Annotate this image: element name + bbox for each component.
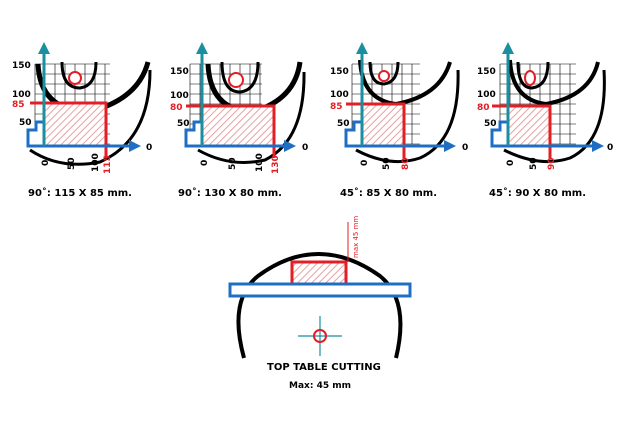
- x-tick-50: 50: [382, 157, 392, 170]
- x-tick-100: 100: [91, 153, 101, 172]
- x-zero-right: 0: [607, 143, 613, 153]
- x-tick-100: 100: [255, 153, 265, 172]
- y-tick-50: 50: [337, 119, 350, 129]
- blade-outer-arc: [197, 71, 306, 164]
- cut-area: [360, 102, 406, 148]
- height-label: 85: [12, 100, 25, 110]
- y-tick-100: 100: [170, 91, 189, 101]
- x-tick-50: 50: [529, 157, 539, 170]
- x-tick-0: 0: [200, 160, 210, 166]
- max-height-label: max 45 mm: [352, 216, 360, 258]
- y-tick-150: 150: [330, 67, 349, 77]
- x-tick-0: 0: [360, 160, 370, 166]
- panel-2: 150 100 50 80 0 50 100 130 0 90˚: 130 X …: [170, 42, 308, 199]
- blade-center-circle: [524, 70, 536, 86]
- top-table-diagram: max 45 mm TOP TABLE CUTTING Max: 45 mm: [228, 216, 412, 391]
- y-tick-100: 100: [330, 90, 349, 100]
- y-tick-150: 150: [477, 67, 496, 77]
- y-tick-100: 100: [12, 90, 31, 100]
- caption: 90˚: 130 X 80 mm.: [178, 187, 282, 199]
- caption: 45˚: 85 X 80 mm.: [340, 187, 437, 199]
- blade-arc: [358, 59, 452, 107]
- caption: 45˚: 90 X 80 mm.: [489, 187, 586, 199]
- blade-outer-arc: [503, 69, 606, 164]
- height-label: 80: [477, 103, 490, 113]
- cut-area: [200, 104, 276, 148]
- guard-arc: [516, 61, 550, 90]
- guard-arc: [220, 61, 260, 94]
- blade-center-circle: [68, 71, 82, 85]
- blade-center-circle: [313, 329, 327, 343]
- y-tick-150: 150: [12, 61, 31, 71]
- x-zero-right: 0: [462, 143, 468, 153]
- panel-3: 150 100 50 85 0 50 80 0 45˚: 85 X 80 mm.: [330, 42, 468, 199]
- y-tick-50: 50: [177, 119, 190, 129]
- height-label: 80: [170, 103, 183, 113]
- panel-4: 150 100 50 80 0 50 90 0 45˚: 90 X 80 mm.: [477, 42, 613, 199]
- caption: 90˚: 115 X 85 mm.: [28, 187, 132, 199]
- blade-arc: [508, 59, 600, 107]
- height-label: 85: [330, 102, 343, 112]
- workpiece: [290, 260, 348, 286]
- blade-center-circle: [378, 70, 390, 82]
- top-table-subtitle: Max: 45 mm: [289, 381, 351, 391]
- x-zero-right: 0: [146, 143, 152, 153]
- y-tick-50: 50: [484, 119, 497, 129]
- panel-1: 150 100 50 85 0 50 100 115 0 90˚: 115 X …: [12, 42, 152, 199]
- y-tick-150: 150: [170, 67, 189, 77]
- cut-area: [506, 104, 552, 148]
- x-zero-right: 0: [302, 143, 308, 153]
- width-label: 80: [401, 157, 411, 170]
- y-tick-100: 100: [477, 90, 496, 100]
- table-top: [228, 282, 412, 298]
- guard-arc: [60, 61, 98, 90]
- blade-outer-arc: [355, 69, 460, 164]
- blade-center-circle: [228, 72, 244, 88]
- y-tick-50: 50: [19, 118, 32, 128]
- top-table-title: TOP TABLE CUTTING: [267, 362, 381, 373]
- x-tick-50: 50: [67, 157, 77, 170]
- width-label: 115: [103, 155, 113, 174]
- cut-area: [42, 101, 108, 148]
- guard-arc: [368, 61, 400, 86]
- width-label: 90: [547, 157, 557, 170]
- x-tick-0: 0: [41, 160, 51, 166]
- x-tick-0: 0: [506, 160, 516, 166]
- width-label: 130: [271, 155, 281, 174]
- blade-outer-arc: [29, 69, 152, 166]
- x-tick-50: 50: [228, 157, 238, 170]
- blade-housing-arc: [236, 252, 403, 359]
